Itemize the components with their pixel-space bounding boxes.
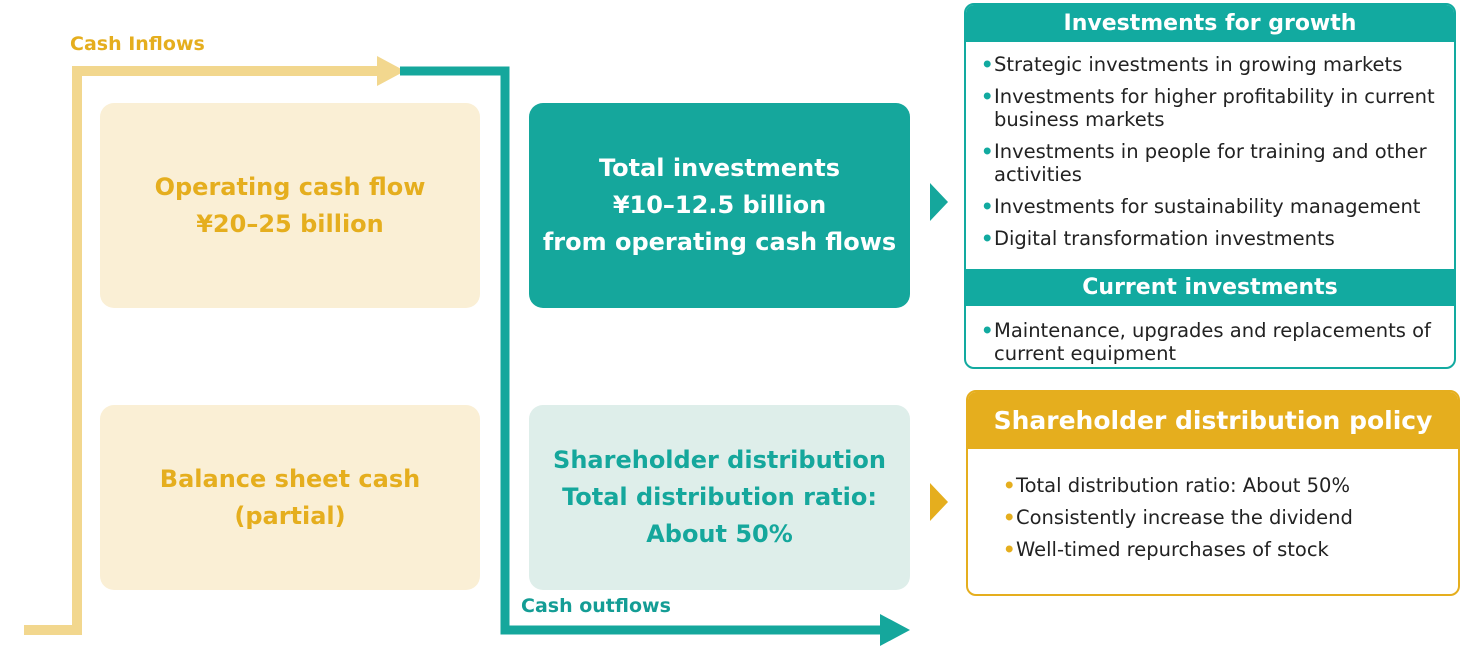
shareholder-distribution-ratio-value: About 50%: [646, 520, 793, 548]
shareholder-distribution-policy-panel: Shareholder distribution policy Total di…: [966, 390, 1460, 596]
current-investments-header: Current investments: [966, 269, 1454, 306]
balance-sheet-cash-note: (partial): [234, 501, 346, 530]
total-investments-title: Total investments: [598, 154, 841, 182]
cash-inflows-label: Cash Inflows: [70, 33, 205, 55]
investments-pointer-arrow: [930, 183, 948, 221]
shareholder-distribution-policy-header: Shareholder distribution policy: [968, 392, 1458, 449]
distribution-pointer-arrow: [930, 483, 948, 521]
growth-investments-list: Strategic investments in growing markets…: [966, 42, 1454, 269]
cash-outflows-label: Cash outflows: [521, 595, 671, 617]
shareholder-distribution-title: Shareholder distribution: [553, 446, 886, 474]
list-item: Total distribution ratio: About 50%: [1003, 474, 1458, 497]
operating-cash-flow-box: Operating cash flow ¥20–25 billion: [100, 103, 480, 308]
list-item: Strategic investments in growing markets: [981, 53, 1454, 76]
list-item: Digital transformation investments: [981, 227, 1454, 250]
shareholder-distribution-ratio-label: Total distribution ratio:: [562, 483, 877, 511]
list-item: Investments for higher profitability in …: [981, 85, 1454, 131]
cash-outflow-line: [400, 66, 884, 635]
shareholder-distribution-box: Shareholder distribution Total distribut…: [529, 405, 910, 590]
total-investments-amount: ¥10–12.5 billion: [612, 191, 827, 219]
cash-inflow-arrowhead: [377, 56, 405, 86]
list-item: Maintenance, upgrades and replacements o…: [981, 319, 1454, 365]
operating-cash-flow-amount: ¥20–25 billion: [196, 209, 384, 238]
investments-panel: Investments for growth Strategic investm…: [964, 3, 1456, 369]
list-item: Investments in people for training and o…: [981, 140, 1454, 186]
balance-sheet-cash-box: Balance sheet cash (partial): [100, 405, 480, 590]
balance-sheet-cash-title: Balance sheet cash: [159, 464, 421, 493]
operating-cash-flow-title: Operating cash flow: [154, 172, 426, 201]
list-item: Investments for sustainability managemen…: [981, 195, 1454, 218]
current-investments-list: Maintenance, upgrades and replacements o…: [966, 306, 1454, 367]
cash-inflow-line: [24, 66, 382, 635]
cash-outflow-arrowhead: [880, 614, 910, 646]
list-item: Well-timed repurchases of stock: [1003, 538, 1458, 561]
total-investments-source: from operating cash flows: [542, 228, 897, 256]
investments-for-growth-header: Investments for growth: [966, 5, 1454, 42]
distribution-policy-list: Total distribution ratio: About 50% Cons…: [968, 449, 1458, 561]
list-item: Consistently increase the dividend: [1003, 506, 1458, 529]
total-investments-box: Total investments ¥10–12.5 billion from …: [529, 103, 910, 308]
